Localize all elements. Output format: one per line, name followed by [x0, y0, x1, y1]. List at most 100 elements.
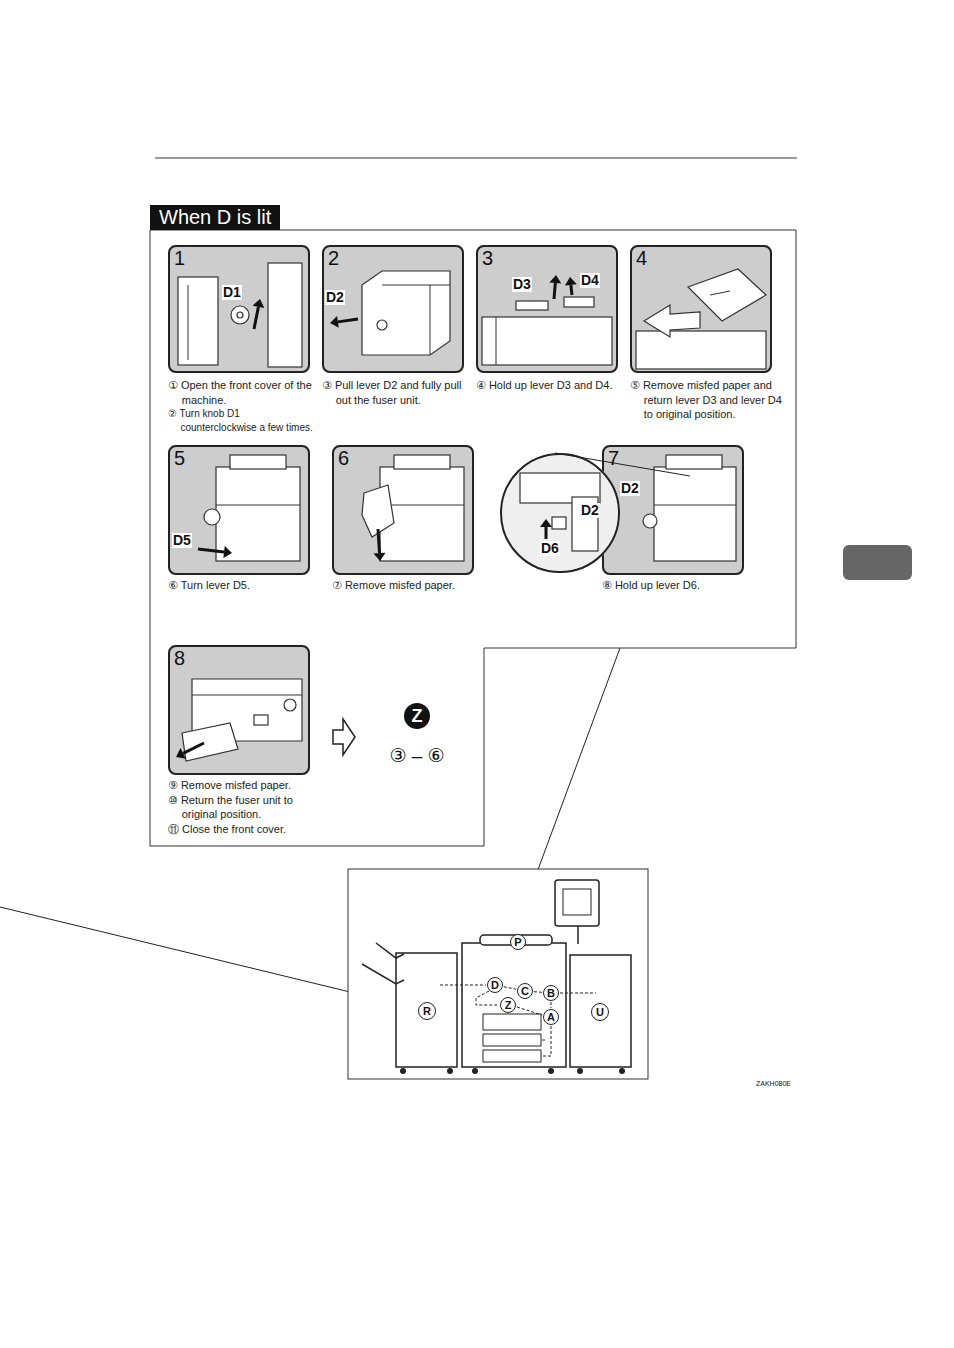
caption-column: ③ Pull lever D2 and fully pull out the f…	[322, 378, 472, 407]
part-label: D3	[512, 277, 532, 292]
machine-edge	[192, 695, 302, 696]
panel-ground	[476, 245, 618, 373]
label-slot: 4	[636, 248, 647, 268]
step-caption: ② Turn knob D1 counterclockwise a few ti…	[168, 407, 318, 434]
magnifier-inset: D2D6	[500, 453, 620, 573]
location-letter: P	[514, 937, 521, 948]
machine-edge	[430, 285, 431, 355]
step-number: 2	[328, 248, 339, 268]
step-illustration	[332, 445, 474, 575]
step-caption: ⑧ Hold up lever D6.	[602, 578, 752, 593]
chapter-tab	[843, 545, 912, 580]
step-panel: 4	[630, 245, 772, 373]
step-panel: 8	[168, 645, 310, 775]
step-illustration	[630, 245, 772, 373]
motion-arrowhead	[540, 519, 552, 527]
step-caption: ⑩ Return the fuser unit to original posi…	[168, 793, 318, 822]
label-slot: D2	[620, 481, 640, 496]
caster	[400, 1068, 406, 1074]
output-tray	[362, 964, 404, 984]
machine-edge	[188, 285, 189, 360]
step-panel: 6	[332, 445, 474, 575]
motion-arrowhead	[374, 553, 386, 561]
step-illustration	[168, 445, 310, 575]
motion-arrowhead	[223, 546, 232, 558]
paper-path	[534, 991, 542, 993]
caster	[472, 1068, 478, 1074]
paper-path	[517, 1007, 542, 1015]
step-number: 3	[482, 248, 493, 268]
motion-arrow	[183, 743, 204, 753]
panel-border	[169, 246, 309, 372]
label-slot: 3	[482, 248, 493, 268]
caption-column: ⑥ Turn lever D5.	[168, 578, 318, 593]
header-rule	[155, 158, 797, 159]
location-marker: D	[487, 977, 503, 993]
step-caption: ① Open the front cover of the machine.	[168, 378, 318, 407]
part-label: D2	[325, 290, 345, 305]
machine-part	[216, 467, 300, 561]
panel-border	[333, 446, 473, 574]
machine-part	[666, 455, 722, 469]
panel-ground	[168, 245, 310, 373]
paper-bank	[570, 955, 631, 1067]
step-panel: 7D2	[602, 445, 744, 575]
machine-edge	[710, 291, 730, 295]
location-marker: C	[517, 983, 533, 999]
paper-path	[476, 991, 499, 1005]
knob	[377, 320, 387, 330]
knob	[204, 509, 220, 525]
machine-edge	[216, 505, 300, 506]
motion-arrowhead	[549, 275, 561, 283]
panel-border	[169, 646, 309, 774]
label-slot: ③ – ⑥	[367, 745, 467, 768]
step-number: 7	[608, 448, 619, 468]
step-caption: ⑤ Remove misfed paper and return lever D…	[630, 378, 782, 422]
location-marker: Z	[500, 997, 516, 1013]
machine-frame	[348, 869, 648, 1079]
motion-arrow	[338, 319, 358, 322]
inset-border	[501, 454, 619, 572]
step-illustrations	[168, 245, 772, 775]
panel-ground	[168, 445, 310, 575]
machine-drawing	[348, 869, 648, 1079]
motion-arrowhead	[330, 316, 339, 328]
label-slot: D5	[172, 533, 192, 548]
paper-path	[551, 1002, 552, 1008]
panel-ground	[332, 445, 474, 575]
panel-ground	[630, 245, 772, 373]
step-illustration	[476, 245, 618, 373]
location-marker: A	[543, 1009, 559, 1025]
location-letter: D	[491, 980, 499, 991]
label-slot: ZAKH080E	[756, 1080, 800, 1088]
machine-part	[362, 271, 450, 355]
machine-part	[268, 263, 302, 367]
motion-arrow	[254, 307, 258, 329]
panel-border	[323, 246, 463, 372]
panel-arm	[577, 926, 579, 944]
caster	[619, 1068, 625, 1074]
label-slot: 5	[174, 448, 185, 468]
reference-badge: Z	[404, 703, 430, 729]
label-slot: 7	[608, 448, 619, 468]
label-slot: D2	[580, 503, 600, 518]
caption-column: ⑧ Hold up lever D6.	[602, 578, 752, 593]
step-caption: ⑦ Remove misfed paper.	[332, 578, 482, 593]
next-step-arrow	[333, 719, 355, 755]
machine-edge	[654, 505, 736, 506]
machine-part	[564, 297, 594, 307]
paper-tray	[483, 1050, 541, 1062]
machine-part	[516, 301, 548, 310]
step-panel: 3D3D4	[476, 245, 618, 373]
output-tray	[376, 943, 404, 958]
paper-tray	[483, 1034, 541, 1046]
label-slot: D3	[512, 277, 532, 292]
machine-part	[552, 517, 566, 529]
knob	[237, 312, 243, 318]
location-letter: Z	[412, 707, 423, 725]
label-slot: 2	[328, 248, 339, 268]
finisher-body	[396, 953, 457, 1067]
inset-ground	[500, 453, 620, 573]
